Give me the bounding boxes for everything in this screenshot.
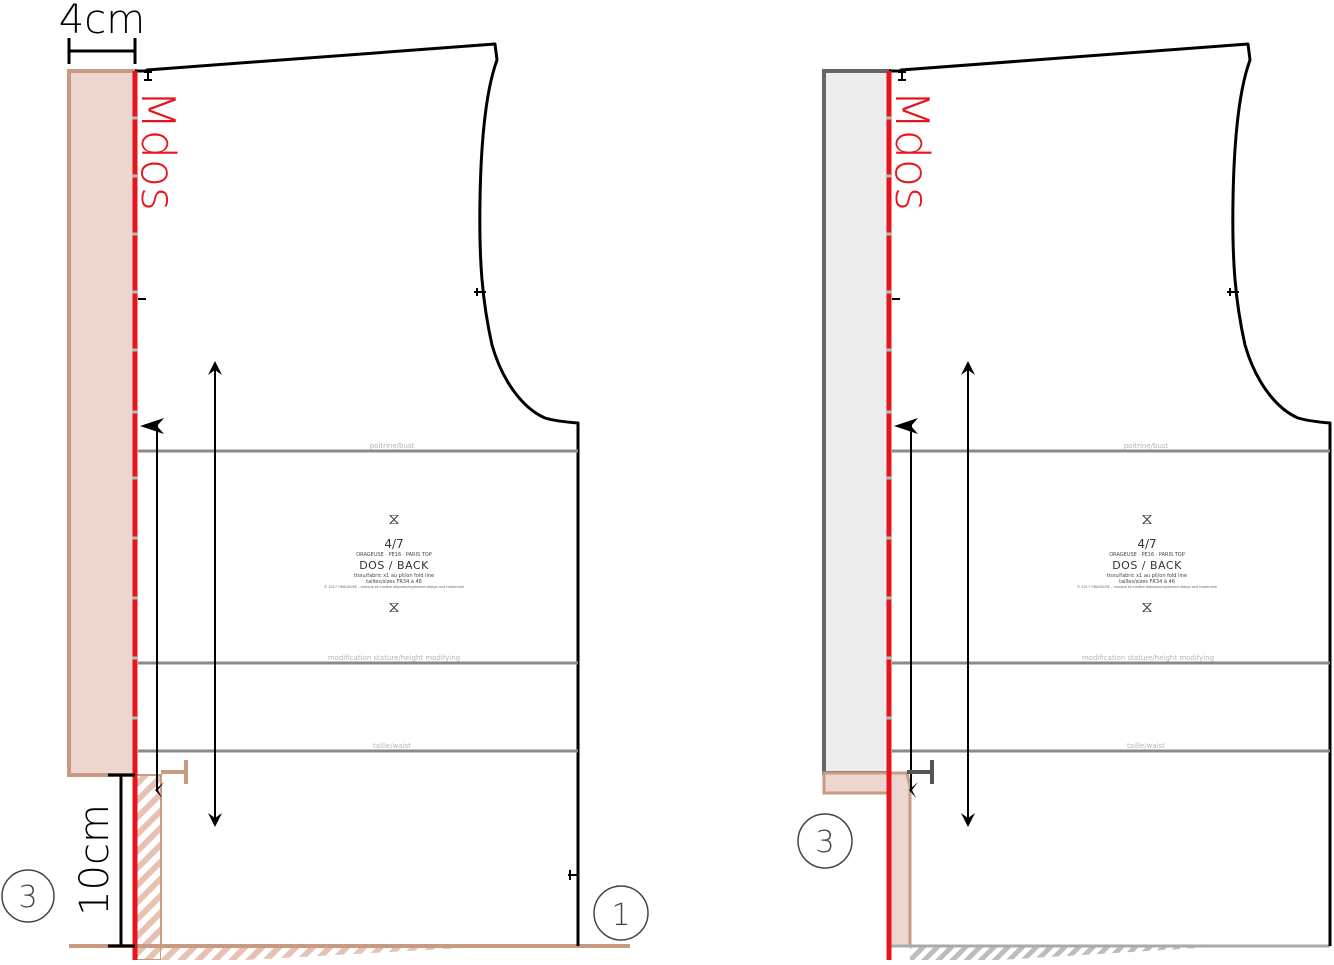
right-hem-hatch <box>910 946 1230 960</box>
left-modification-label: modification stature/height modifying <box>328 654 460 662</box>
right-info-line4: tailles/sizes FR34 à 46 <box>1119 578 1175 585</box>
height-dimension-label: 10cm <box>72 804 118 916</box>
right-info-line1: ORAGEUSE · PE16 · PARIS TOP <box>1109 552 1184 558</box>
tree-icon: ⧖ <box>388 597 399 616</box>
width-dimension <box>67 38 137 64</box>
left-info-line3: tissu/fabric x1 au pli/on fold line <box>354 573 434 579</box>
right-extension-notch <box>907 760 934 784</box>
left-back-piece-outline <box>135 42 580 946</box>
left-info-line5: © 2017 ORAGEUSE – marque et modèle dépos… <box>324 585 464 589</box>
right-info-line5: © 2017 ORAGEUSE – marque et modèle dépos… <box>1077 585 1217 589</box>
right-fold-arrow <box>904 425 912 790</box>
left-fold-arrow <box>150 425 158 790</box>
step-three-label-left: 3 <box>18 880 37 915</box>
left-facing-strip <box>67 69 137 777</box>
right-panel: poitrine/bust modification stature/heigh… <box>797 42 1332 960</box>
right-back-piece-outline <box>889 42 1332 946</box>
right-modification-label: modification stature/height modifying <box>1082 654 1214 662</box>
step-one-circle <box>593 885 649 941</box>
tree-icon: ⧖ <box>1141 597 1152 616</box>
left-fold-label: Mdos <box>131 90 185 211</box>
right-facing-strip <box>822 69 891 775</box>
left-info-line4: tailles/sizes FR34 à 46 <box>366 578 422 585</box>
left-piece-number: 4/7 <box>384 537 403 551</box>
tree-icon: ⧖ <box>1141 509 1152 528</box>
left-extension-notch <box>161 760 188 784</box>
width-dimension-label: 4cm <box>59 0 145 43</box>
left-panel: poitrine/bust modification stature/heigh… <box>1 0 649 961</box>
left-info-line1: ORAGEUSE · PE16 · PARIS TOP <box>356 552 431 558</box>
left-info-title: DOS / BACK <box>359 559 429 572</box>
right-fold-ticks <box>886 116 892 720</box>
left-hatched-extension <box>134 774 162 961</box>
right-pattern-info: ⧖ 4/7 ORAGEUSE · PE16 · PARIS TOP DOS / … <box>1077 509 1217 616</box>
right-piece-number: 4/7 <box>1137 537 1156 551</box>
right-info-line3: tissu/fabric x1 au pli/on fold line <box>1107 573 1187 579</box>
step-three-circle-left <box>1 869 55 923</box>
left-fold-ticks <box>132 116 138 720</box>
right-copper-extension <box>887 772 912 948</box>
right-waist-label: taille/waist <box>1127 742 1165 750</box>
left-bust-label: poitrine/bust <box>370 442 415 450</box>
left-pattern-info: ⧖ 4/7 ORAGEUSE · PE16 · PARIS TOP DOS / … <box>324 509 464 616</box>
step-three-label-right: 3 <box>815 825 834 860</box>
right-notches <box>892 71 1239 300</box>
height-dimension <box>108 773 135 948</box>
tree-icon: ⧖ <box>388 509 399 528</box>
right-fold-label: Mdos <box>885 90 939 211</box>
step-three-circle-right <box>797 813 853 869</box>
step-one-label: 1 <box>611 898 630 933</box>
left-notches <box>138 71 578 880</box>
left-hem-hatch <box>161 946 500 960</box>
left-waist-label: taille/waist <box>373 742 411 750</box>
right-bust-label: poitrine/bust <box>1124 442 1169 450</box>
right-info-title: DOS / BACK <box>1112 559 1182 572</box>
